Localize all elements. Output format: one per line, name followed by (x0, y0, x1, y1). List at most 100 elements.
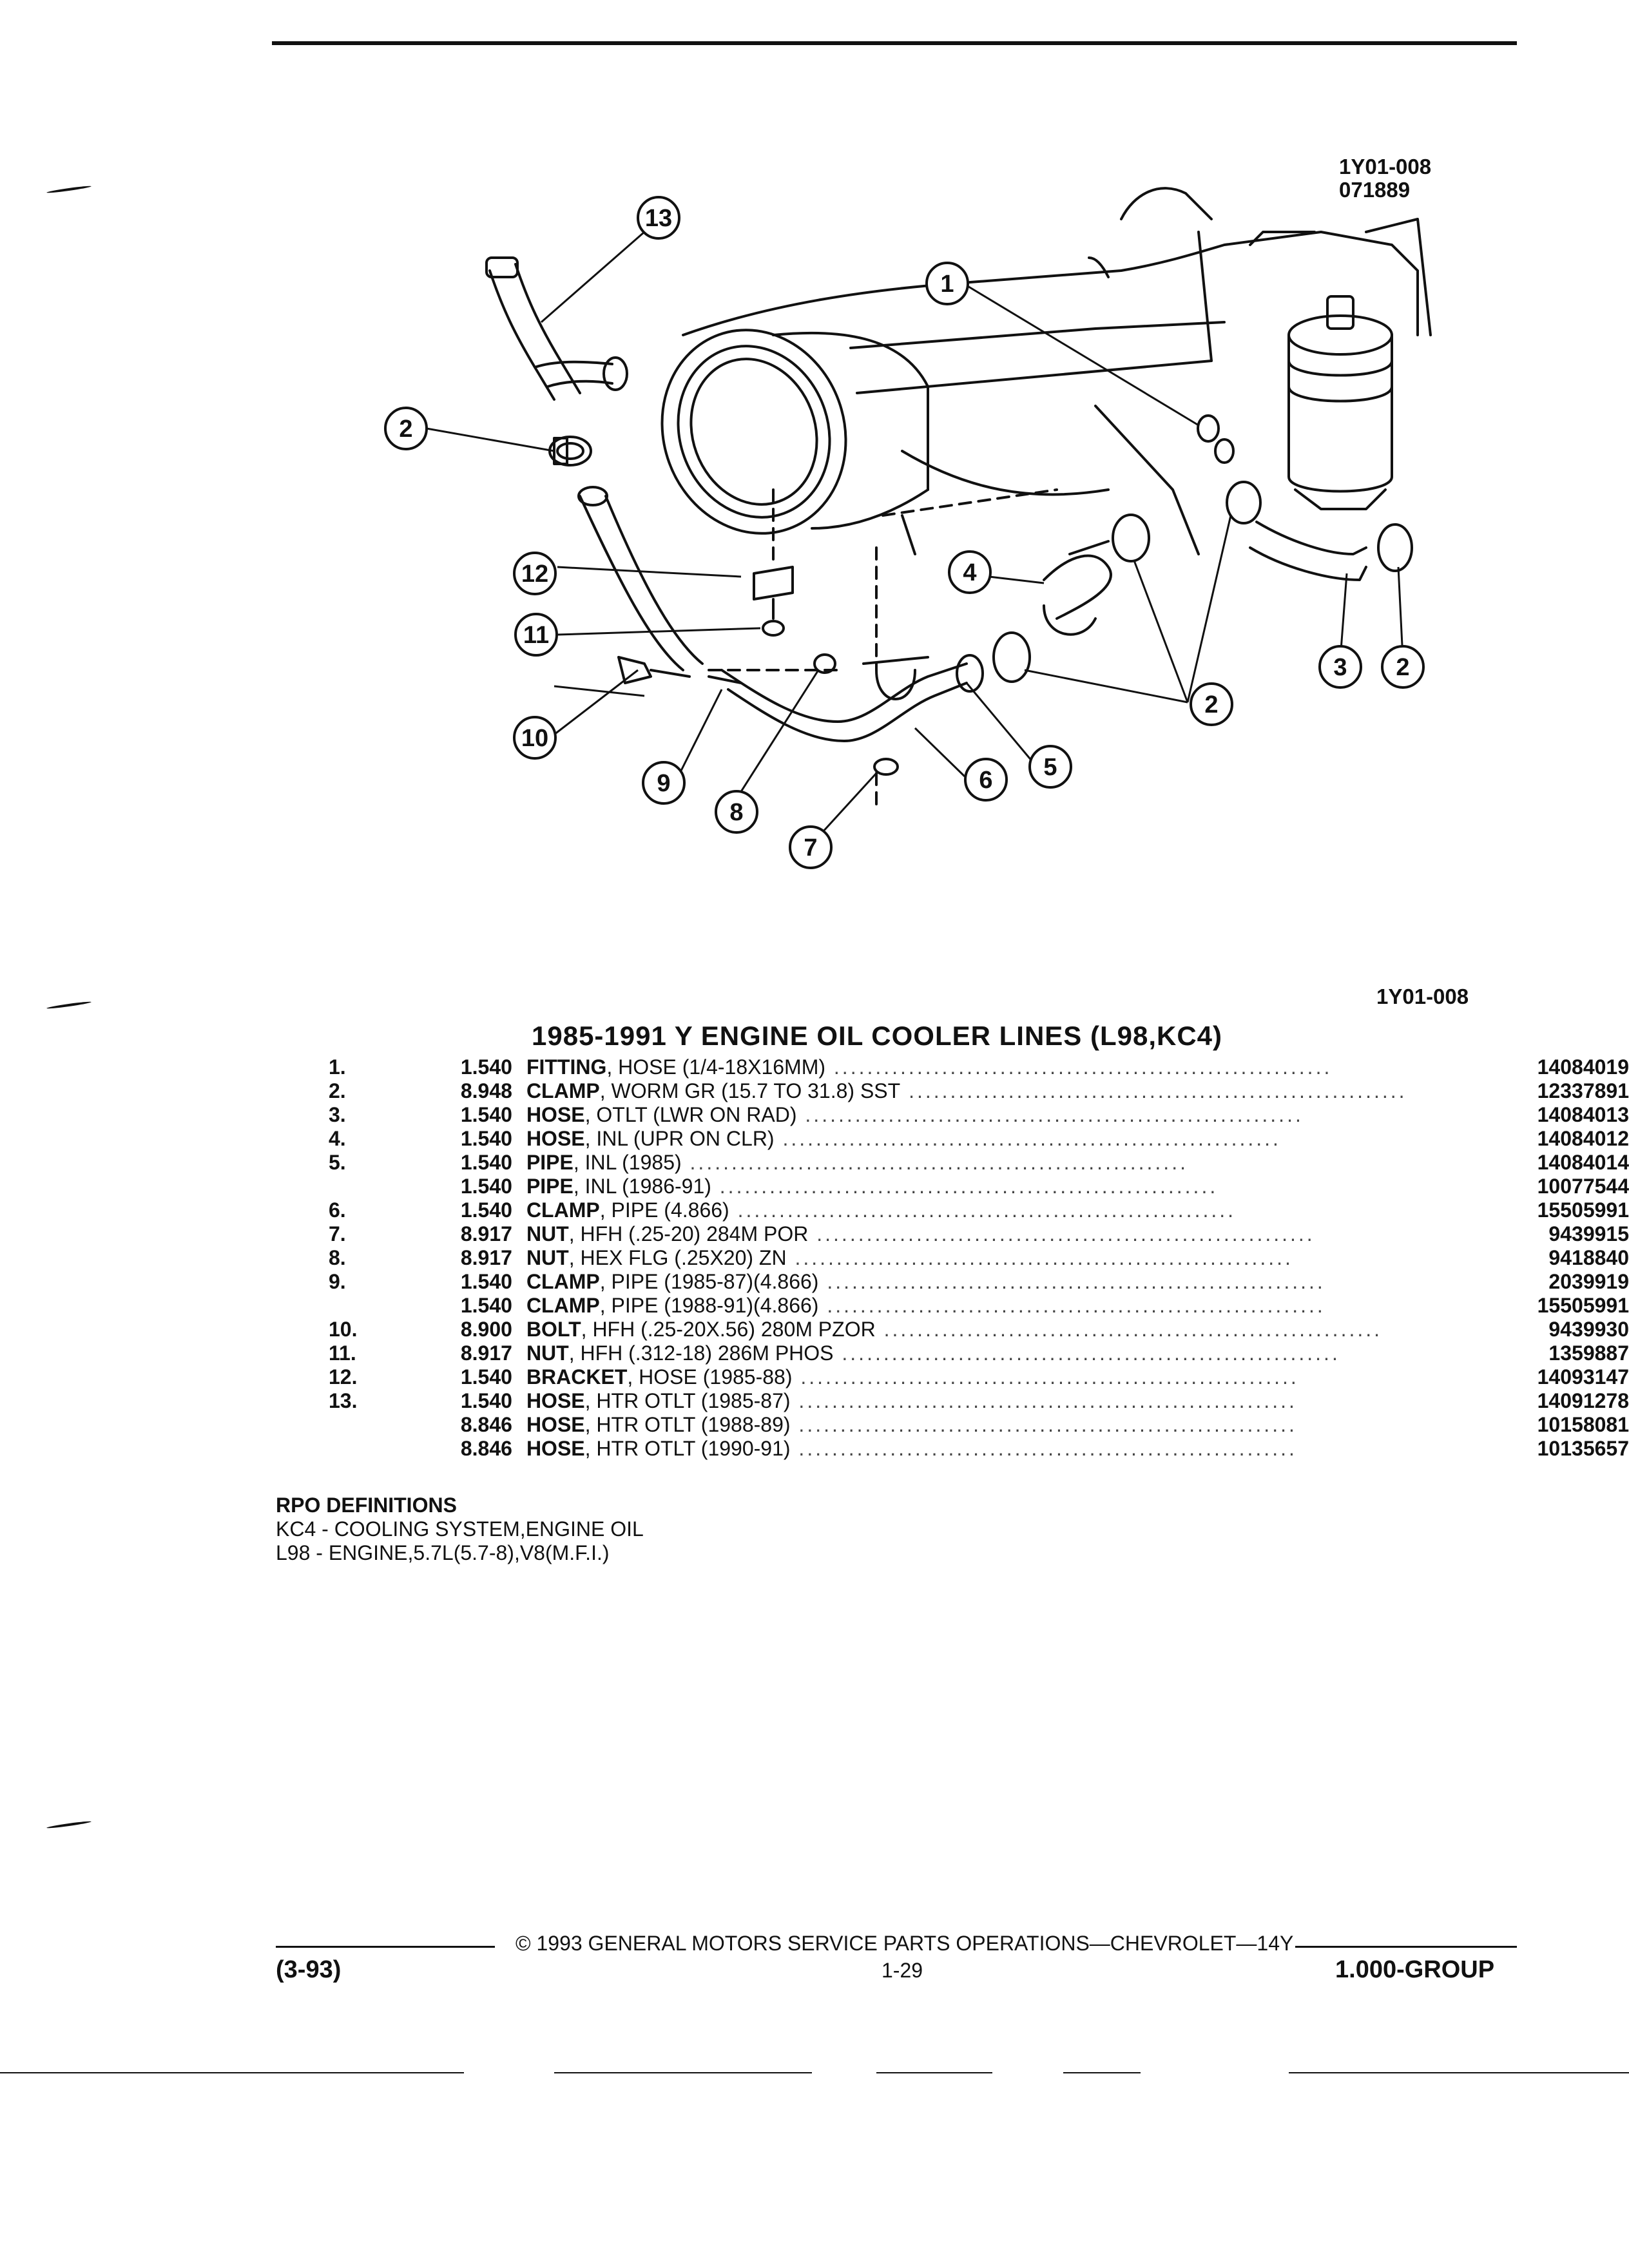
part-description: BOLT, HFH (.25-20X.56) 280M PZOR .......… (526, 1318, 1521, 1341)
callout-4 (948, 550, 992, 594)
part-qty: 8.948 (460, 1079, 512, 1102)
part-name: CLAMP (526, 1079, 600, 1102)
part-description: CLAMP, PIPE (1985-87)(4.866) ...........… (526, 1270, 1521, 1294)
scan-rule (876, 2072, 992, 2073)
part-number: 15505991 (1537, 1294, 1629, 1317)
rpo-heading: RPO DEFINITIONS (276, 1494, 457, 1517)
callout-5 (1028, 745, 1072, 789)
part-spec: , PIPE (4.866) (599, 1198, 729, 1222)
callout-label: 2 (399, 416, 412, 443)
scan-rule (1289, 2072, 1629, 2073)
figure-date: 071889 (1339, 178, 1411, 202)
part-name: PIPE (526, 1151, 574, 1174)
part-number: 14084019 (1537, 1055, 1629, 1079)
part-number: 1359887 (1548, 1341, 1629, 1365)
part-name: HOSE (526, 1413, 585, 1436)
part-qty: 1.540 (460, 1151, 512, 1174)
clamp-2 (1226, 481, 1262, 524)
scan-rule (1063, 2072, 1141, 2073)
part-description: HOSE, HTR OTLT (1990-91) ...............… (526, 1437, 1521, 1461)
part-number: 10158081 (1537, 1413, 1629, 1436)
part-index: 5. (329, 1151, 346, 1174)
part-description: NUT, HEX FLG (.25X20) ZN ...............… (526, 1246, 1521, 1270)
callout-label: 2 (1396, 654, 1409, 681)
part-spec: , HFH (.25-20X.56) 280M PZOR (581, 1318, 876, 1341)
callout-label: 11 (523, 622, 549, 649)
part-number: 14084012 (1537, 1127, 1629, 1150)
part-qty: 8.846 (460, 1413, 512, 1436)
part-spec: , PIPE (1988-91)(4.866) (599, 1294, 819, 1317)
rpo-line-l98: L98 - ENGINE,5.7L(5.7-8),V8(M.F.I.) (276, 1541, 610, 1564)
callout-label: 13 (645, 205, 672, 232)
callout-label: 5 (1043, 754, 1057, 781)
callout-13 (637, 196, 680, 240)
part-index: 2. (329, 1079, 346, 1102)
part-description: HOSE, HTR OTLT (1988-89) ...............… (526, 1413, 1521, 1437)
part-qty: 8.917 (460, 1246, 512, 1269)
leader-dots: ........................................… (790, 1389, 1297, 1412)
part-qty: 1.540 (460, 1365, 512, 1389)
leader-dots: ........................................… (875, 1318, 1383, 1341)
callout-12 (513, 552, 557, 595)
part-name: CLAMP (526, 1198, 600, 1222)
bell-housing (660, 329, 929, 535)
leader-dots: ........................................… (818, 1270, 1325, 1293)
scan-rule (554, 2072, 812, 2073)
part-index: 3. (329, 1103, 346, 1126)
part-qty: 1.540 (460, 1127, 512, 1150)
leader-dots: ........................................… (681, 1151, 1188, 1174)
part-index: 10. (329, 1318, 358, 1341)
callout-label: 10 (521, 725, 548, 752)
section-title: 1985-1991 Y ENGINE OIL COOLER LINES (L98… (532, 1021, 1223, 1051)
part-spec: , INL (UPR ON CLR) (584, 1127, 775, 1150)
footer-date-code: (3-93) (276, 1956, 342, 1983)
clamp-top-left (548, 436, 592, 466)
part-spec: , HEX FLG (.25X20) ZN (568, 1246, 787, 1269)
part-name: BOLT (526, 1318, 581, 1341)
section-code: 1Y01-008 (1376, 985, 1469, 1008)
nut-11 (762, 620, 785, 637)
part-index: 9. (329, 1270, 346, 1293)
scan-rule (0, 2072, 464, 2073)
footer-rule-right (1295, 1946, 1517, 1948)
leader-dots: ........................................… (729, 1198, 1237, 1222)
part-number: 15505991 (1537, 1198, 1629, 1222)
part-index: 12. (329, 1365, 358, 1389)
part-number: 9418840 (1548, 1246, 1629, 1269)
part-name: PIPE (526, 1175, 574, 1198)
part-spec: , INL (1986-91) (573, 1175, 711, 1198)
part-number: 14091278 (1537, 1389, 1629, 1412)
callout-7 (789, 825, 833, 869)
part-description: HOSE, HTR OTLT (1985-87) ...............… (526, 1389, 1521, 1413)
margin-mark (46, 1001, 92, 1010)
part-name: NUT (526, 1246, 569, 1269)
leader-dots: ........................................… (790, 1437, 1297, 1460)
callout-label: 1 (940, 271, 954, 298)
part-qty: 1.540 (460, 1175, 512, 1198)
engine-outline (682, 187, 1432, 555)
fitting-1 (1197, 414, 1220, 443)
part-index: 1. (329, 1055, 346, 1079)
callout-11 (514, 613, 558, 657)
fitting-1 (1214, 438, 1235, 464)
part-qty: 8.917 (460, 1341, 512, 1365)
heater-hose (485, 256, 704, 671)
part-qty: 1.540 (460, 1389, 512, 1412)
callout-label: 2 (1204, 691, 1218, 718)
part-name: CLAMP (526, 1294, 600, 1317)
part-name: HOSE (526, 1103, 585, 1126)
footer-rule-left (276, 1946, 495, 1948)
part-description: NUT, HFH (.25-20) 284M POR .............… (526, 1222, 1521, 1246)
part-spec: , INL (1985) (573, 1151, 682, 1174)
callout-2 (1381, 645, 1425, 689)
part-index: 8. (329, 1246, 346, 1269)
part-spec: , HOSE (1985-88) (627, 1365, 793, 1389)
leader-dots: ........................................… (818, 1294, 1325, 1317)
